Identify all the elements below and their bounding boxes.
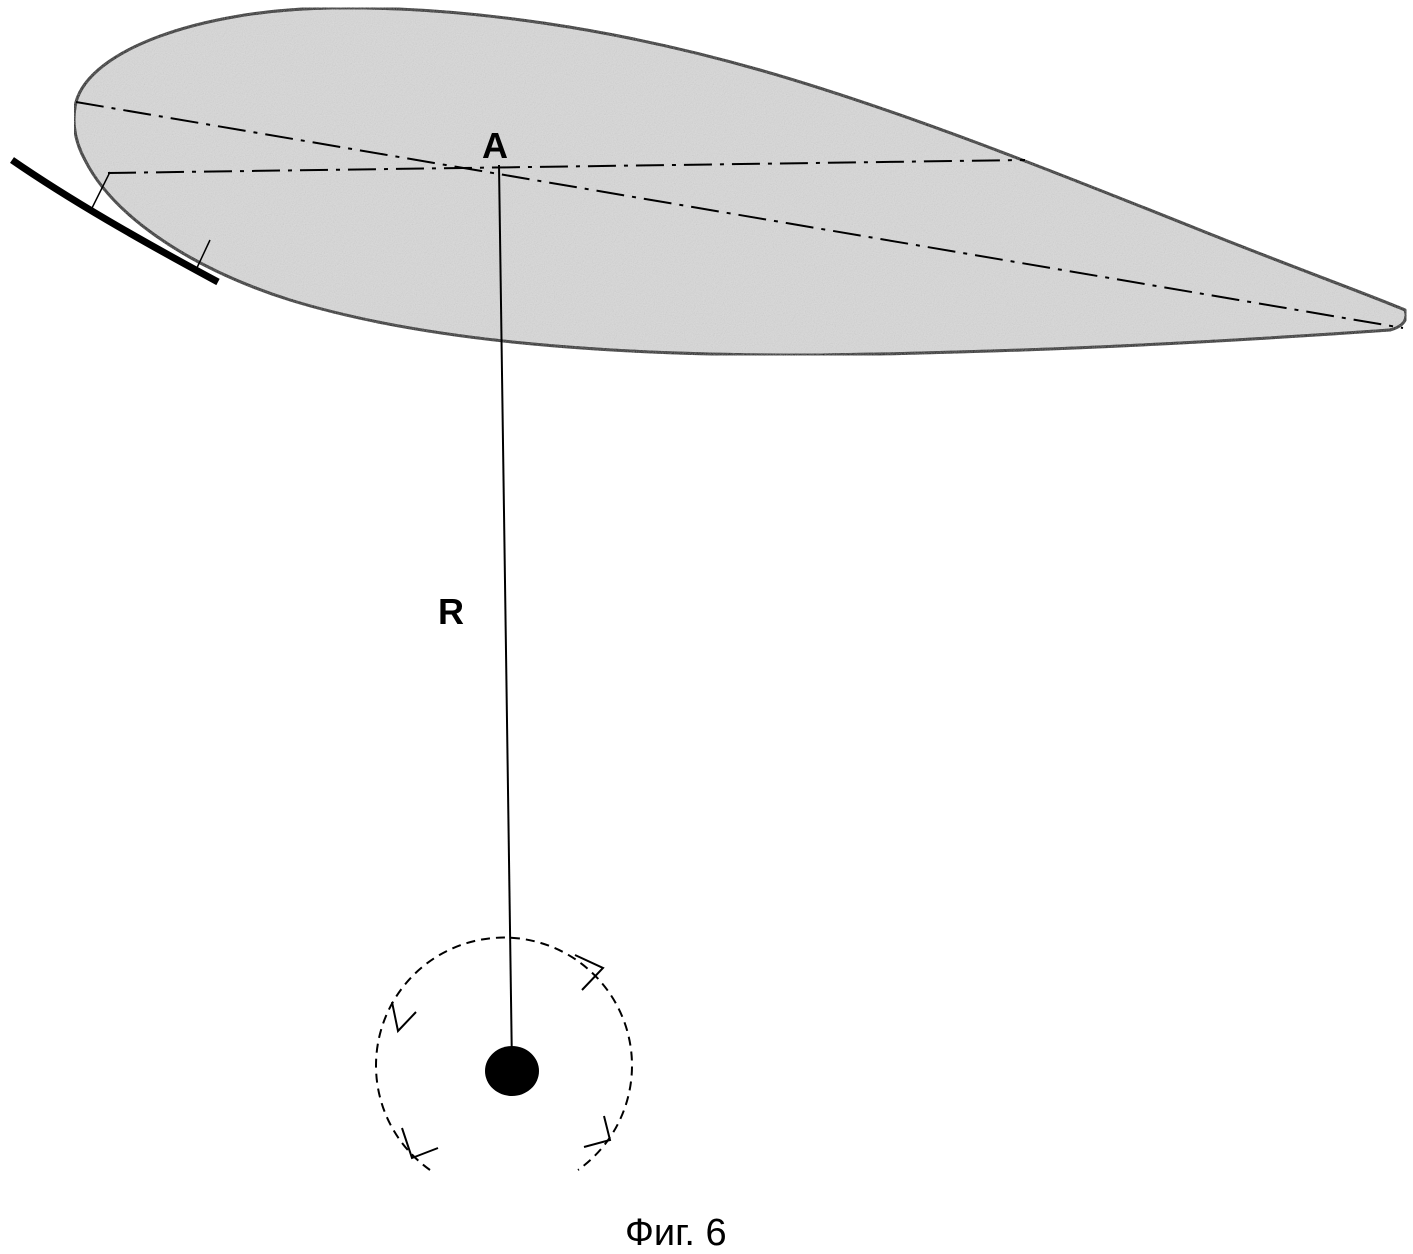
slat	[10, 157, 220, 286]
point-a-label: A	[482, 125, 508, 166]
chord-line	[75, 101, 1404, 329]
rotation-circle	[375, 936, 633, 1171]
rotation-center	[485, 1046, 539, 1096]
rotation-arrow-top-icon	[574, 954, 605, 991]
reference-line	[107, 159, 1026, 174]
slat-connector-rear	[194, 239, 211, 273]
rotation-arrow-bottom-left-icon	[401, 1127, 439, 1160]
rotation-arrow-bottom-right-icon	[583, 1115, 612, 1148]
radius-label: R	[438, 591, 464, 632]
rotation-arrow-left-icon	[391, 1001, 417, 1034]
airfoil-profile	[72, 6, 1408, 357]
figure-caption: Фиг. 6	[625, 1212, 727, 1254]
slat-connector-front	[89, 171, 111, 213]
radius-line	[498, 164, 513, 1069]
